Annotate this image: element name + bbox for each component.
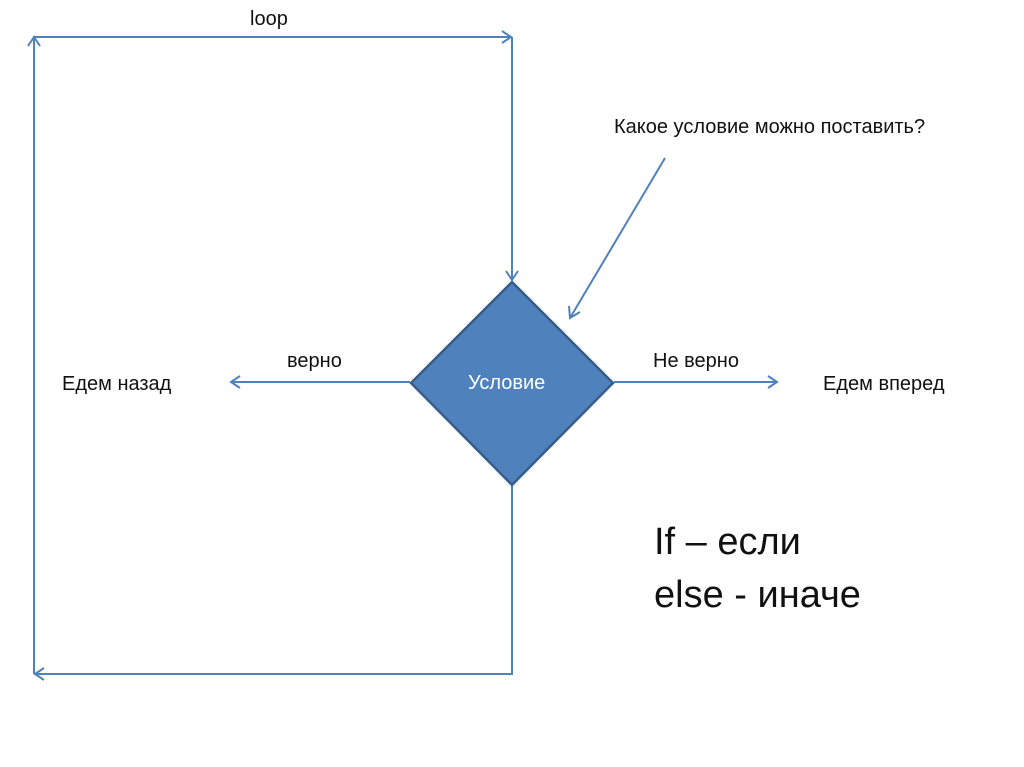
question-arrowhead (568, 305, 581, 320)
loop-label: loop (250, 8, 288, 30)
false-arrowhead (767, 375, 779, 389)
false-action: Едем вперед (823, 373, 945, 395)
question-pointer (569, 157, 666, 319)
loop-return-connector (35, 486, 513, 675)
condition-label: Условие (468, 372, 546, 394)
true-action: Едем назад (62, 373, 172, 395)
down-arrowhead (505, 270, 519, 282)
loop-left-arrowhead (27, 35, 41, 47)
true-label: верно (287, 350, 342, 372)
condition-diamond (409, 280, 615, 487)
return-arrowhead (33, 667, 45, 681)
question-label: Какое условие можно поставить? (614, 116, 926, 138)
true-arrowhead (229, 375, 241, 389)
legend-else: else - иначе (654, 574, 861, 616)
false-label: Не верно (653, 350, 739, 372)
legend-if: If – если (654, 521, 801, 563)
